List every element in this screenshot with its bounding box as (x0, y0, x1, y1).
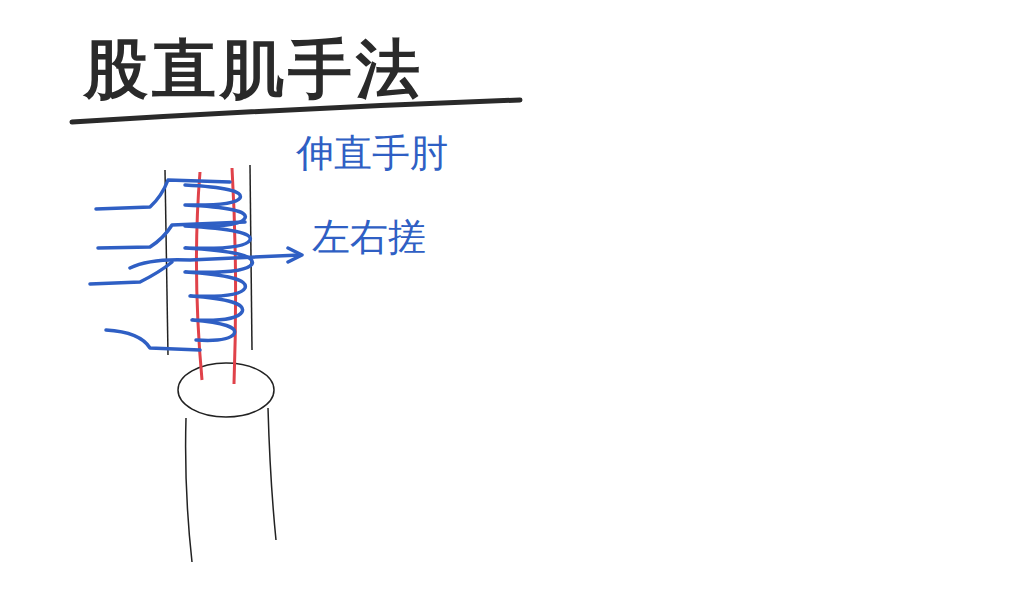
annotation-label: 伸直手肘 (296, 128, 448, 179)
title-text: 股直肌手法 (84, 26, 424, 113)
annotation-label: 左右搓 (312, 212, 426, 263)
